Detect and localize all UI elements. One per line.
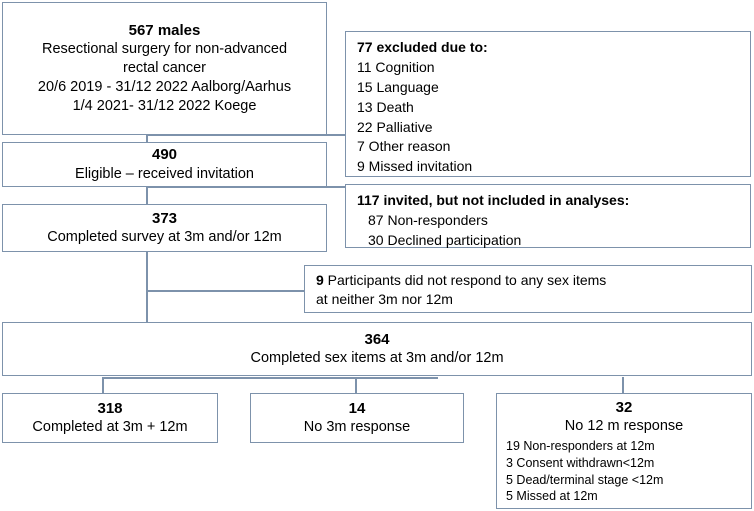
node-completed-sex-items: 364 Completed sex items at 3m and/or 12m xyxy=(2,322,752,376)
enrolled-line2: rectal cancer xyxy=(122,60,206,77)
enrolled-line4: 1/4 2021- 31/12 2022 Koege xyxy=(72,97,257,114)
excluded-item: 22 Palliative xyxy=(357,118,433,135)
not-included-item: 87 Non-responders xyxy=(368,211,488,228)
node-completed-survey: 373 Completed survey at 3m and/or 12m xyxy=(2,204,327,252)
node-completed-both: 318 Completed at 3m + 12m xyxy=(2,393,218,443)
excluded-item: 13 Death xyxy=(357,98,414,115)
excluded-item: 9 Missed invitation xyxy=(357,158,473,175)
no-12m-item: 19 Non-responders at 12m xyxy=(506,439,655,454)
completed-sex-items-label: Completed sex items at 3m and/or 12m xyxy=(250,350,504,367)
not-included-header: 117 invited, but not included in analyse… xyxy=(357,192,630,208)
excluded-item: 11 Cognition xyxy=(357,58,435,75)
excluded-header: 77 excluded due to: xyxy=(357,39,488,55)
node-not-included: 117 invited, but not included in analyse… xyxy=(345,184,751,248)
no-sex-items-line1: 9 Participants did not respond to any se… xyxy=(316,271,751,290)
connector-eligible-to-survey xyxy=(146,186,148,204)
enrolled-line1: Resectional surgery for non-advanced xyxy=(41,41,288,58)
connector-survey-to-sexitems xyxy=(146,252,148,324)
enrolled-count: 567 males xyxy=(128,22,201,40)
node-enrolled: 567 males Resectional surgery for non-ad… xyxy=(2,2,327,135)
completed-both-label: Completed at 3m + 12m xyxy=(32,419,188,436)
no-sex-items-text: Participants did not respond to any sex … xyxy=(323,272,607,288)
completed-survey-label: Completed survey at 3m and/or 12m xyxy=(47,229,282,246)
node-no-sex-items: 9 Participants did not respond to any se… xyxy=(304,265,752,313)
no-sex-items-count: 9 xyxy=(316,272,324,288)
node-eligible: 490 Eligible – received invitation xyxy=(2,142,327,187)
excluded-item: 15 Language xyxy=(357,78,439,95)
completed-survey-count: 373 xyxy=(151,209,178,227)
node-excluded: 77 excluded due to: 11 Cognition 15 Lang… xyxy=(345,31,751,177)
node-no-3m: 14 No 3m response xyxy=(250,393,464,443)
no-12m-item: 3 Consent withdrawn<12m xyxy=(506,455,655,470)
eligible-label: Eligible – received invitation xyxy=(75,165,254,182)
no-12m-label: No 12 m response xyxy=(564,418,684,435)
no-12m-item: 5 Missed at 12m xyxy=(506,489,598,504)
no-12m-item: 5 Dead/terminal stage <12m xyxy=(506,472,664,487)
not-included-item: 30 Declined participation xyxy=(368,231,522,248)
excluded-item: 7 Other reason xyxy=(357,138,451,155)
eligible-count: 490 xyxy=(151,146,178,164)
no-sex-items-line2: at neither 3m nor 12m xyxy=(316,291,453,308)
connector-enrolled-to-eligible xyxy=(146,134,148,143)
no-3m-label: No 3m response xyxy=(303,419,411,436)
no-12m-count: 32 xyxy=(615,399,633,416)
connector-to-no-3m xyxy=(355,377,357,394)
completed-both-count: 318 xyxy=(97,399,123,417)
completed-sex-items-count: 364 xyxy=(364,330,390,348)
connector-sexitems-bus xyxy=(102,377,438,379)
node-no-12m: 32 No 12 m response 19 Non-responders at… xyxy=(496,393,752,509)
enrolled-line3: 20/6 2019 - 31/12 2022 Aalborg/Aarhus xyxy=(37,79,292,96)
no-3m-count: 14 xyxy=(348,399,366,417)
connector-to-no-12m xyxy=(622,377,624,394)
connector-to-completed-both xyxy=(102,377,104,394)
